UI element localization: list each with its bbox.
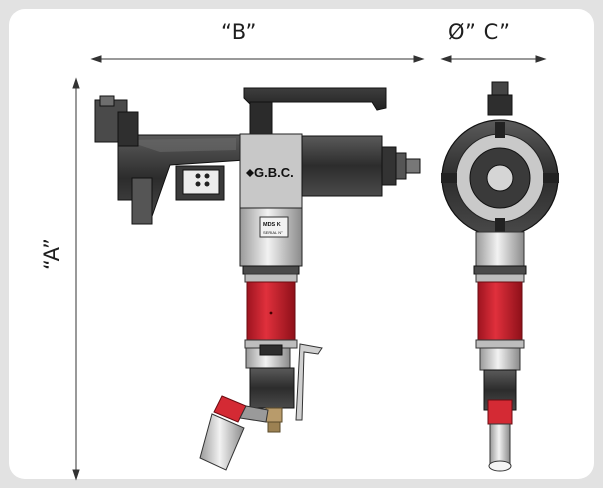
front-view bbox=[441, 81, 559, 472]
dimension-label-b: “B” bbox=[221, 20, 257, 44]
svg-text:SERIAL N°: SERIAL N° bbox=[263, 230, 283, 235]
dimension-line-a bbox=[72, 77, 80, 481]
svg-text:MDS K: MDS K bbox=[263, 222, 281, 228]
red-motor-sleeve bbox=[246, 281, 296, 341]
dimension-line-c bbox=[440, 55, 547, 63]
throttle-lever bbox=[295, 343, 323, 421]
red-motor-sleeve-front bbox=[477, 281, 523, 341]
dimension-label-a: “A” bbox=[40, 237, 64, 270]
dimension-line-b bbox=[90, 55, 425, 63]
gearbox-housing bbox=[301, 135, 383, 197]
serial-plate bbox=[259, 216, 289, 238]
red-valve bbox=[213, 395, 247, 423]
logo-diamond-icon bbox=[246, 169, 254, 177]
motor-end-cap bbox=[249, 367, 295, 409]
side-view: G.B.C. MDS K SERIAL N° bbox=[94, 87, 421, 471]
air-inlet-coupling bbox=[199, 413, 245, 471]
dimension-label-diameter-c: Ø” C” bbox=[448, 20, 511, 44]
brand-logo: G.B.C. bbox=[254, 165, 294, 180]
